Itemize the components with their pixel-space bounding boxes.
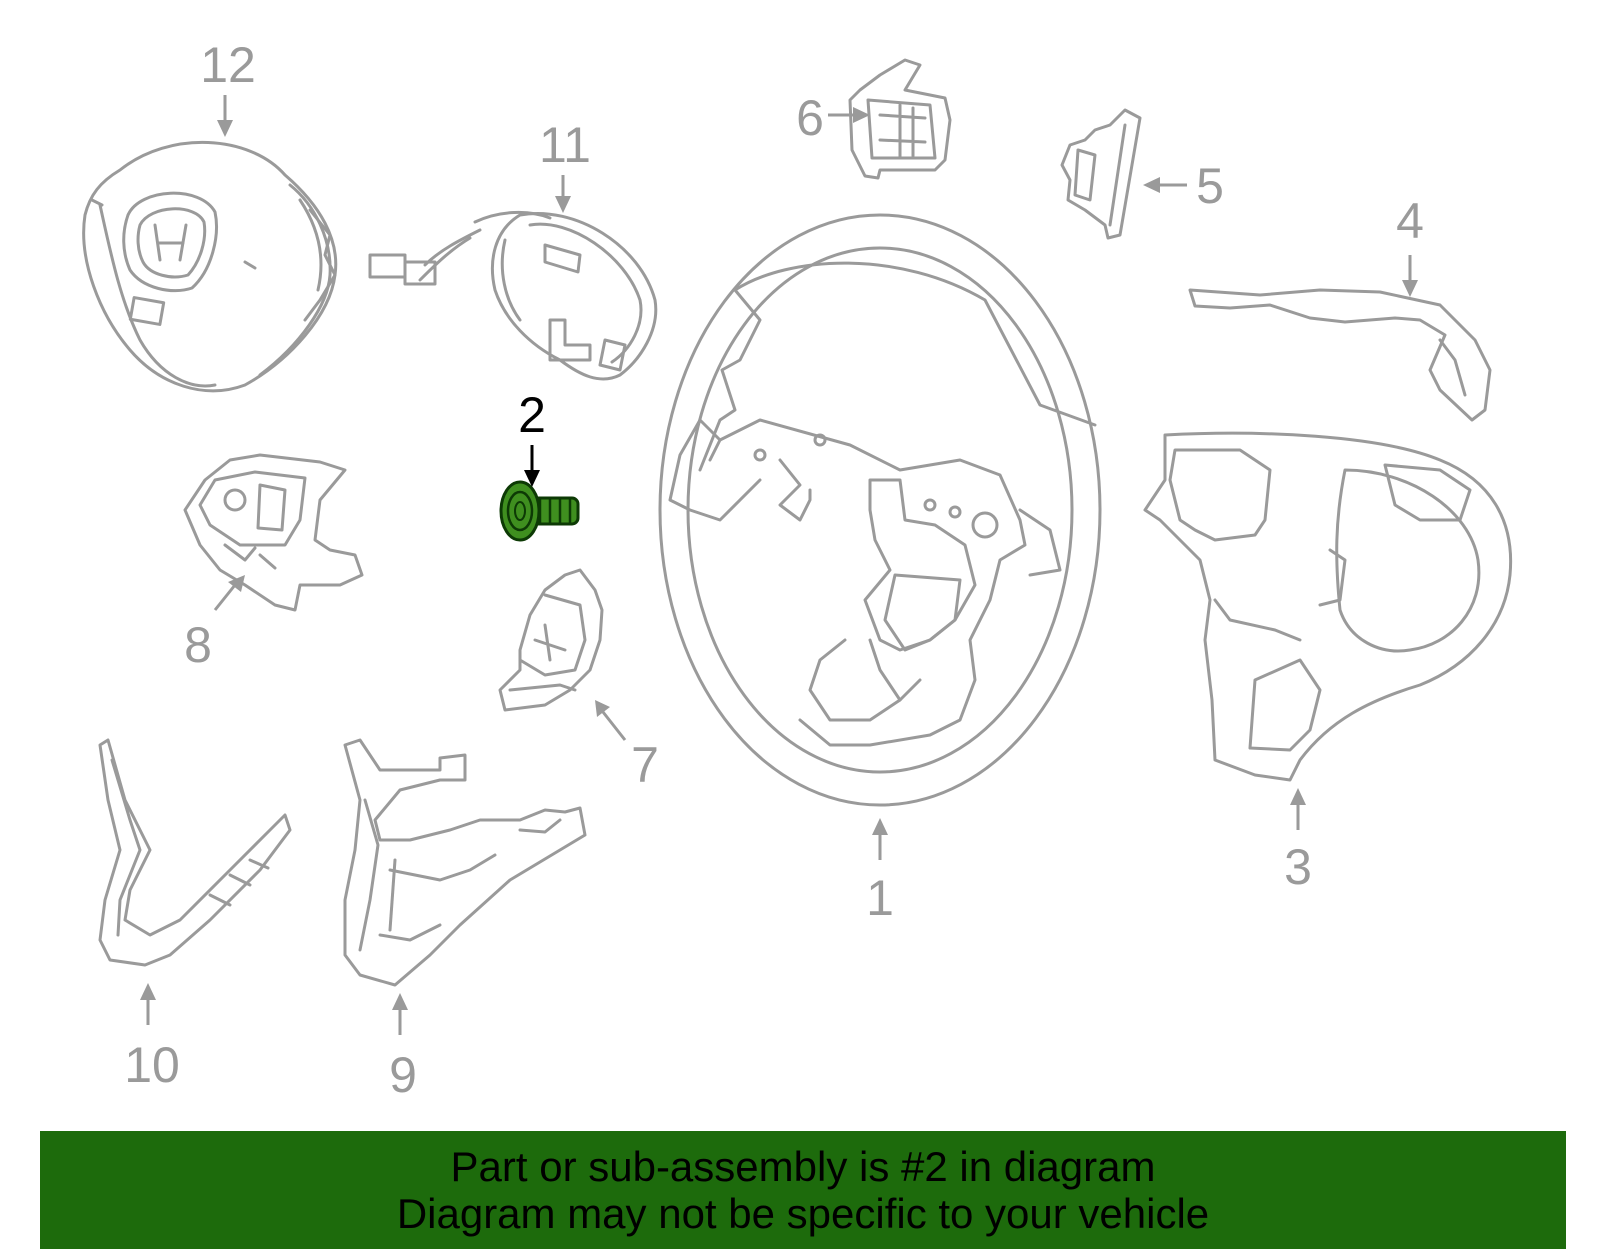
part-6-switch[interactable] [848, 58, 952, 180]
callout-arrow-12 [217, 95, 233, 137]
callout-4[interactable]: 4 [1396, 193, 1424, 249]
callout-3[interactable]: 3 [1284, 839, 1312, 895]
callout-11[interactable]: 11 [539, 117, 591, 173]
callout-arrow-7 [595, 700, 627, 741]
part-2-bolt[interactable] [499, 480, 580, 542]
callout-arrow-5 [1143, 177, 1187, 193]
callout-arrow-1 [872, 818, 888, 860]
part-10-lower-garnish[interactable] [98, 738, 292, 967]
info-banner: Part or sub-assembly is #2 in diagram Di… [40, 1131, 1566, 1249]
part-3-cover[interactable] [1143, 431, 1513, 782]
part-5-switch[interactable] [1060, 108, 1142, 240]
callout-2[interactable]: 2 [518, 387, 546, 443]
callout-arrow-10 [140, 983, 156, 1025]
part-9-lower-cover[interactable] [343, 738, 587, 987]
part-4-garnish[interactable] [1188, 288, 1492, 422]
callout-arrow-4 [1402, 255, 1418, 297]
part-1-steering-wheel[interactable] [658, 213, 1102, 807]
honda-h-logo-icon [122, 191, 218, 293]
part-11-wire-harness[interactable] [368, 210, 658, 381]
callout-arrow-8 [213, 575, 245, 611]
callout-1[interactable]: 1 [866, 870, 894, 926]
callout-arrow-11 [555, 175, 571, 213]
banner-line-1: Part or sub-assembly is #2 in diagram [450, 1143, 1156, 1190]
part-12-airbag-module[interactable] [82, 140, 338, 393]
callout-arrow-2 [524, 445, 540, 487]
callout-arrow-3 [1290, 788, 1306, 830]
banner-line-2: Diagram may not be specific to your vehi… [396, 1190, 1210, 1237]
callout-7[interactable]: 7 [631, 737, 659, 793]
callout-arrow-9 [392, 993, 408, 1035]
callout-9[interactable]: 9 [389, 1047, 417, 1103]
callout-12[interactable]: 12 [200, 37, 256, 93]
part-8-switch-assembly[interactable] [183, 453, 364, 612]
part-7-switch-assembly[interactable] [498, 568, 604, 712]
callout-arrow-6 [828, 107, 870, 123]
callout-5[interactable]: 5 [1196, 158, 1224, 214]
callout-8[interactable]: 8 [184, 617, 212, 673]
callout-10[interactable]: 10 [124, 1037, 180, 1093]
callout-6[interactable]: 6 [796, 90, 824, 146]
